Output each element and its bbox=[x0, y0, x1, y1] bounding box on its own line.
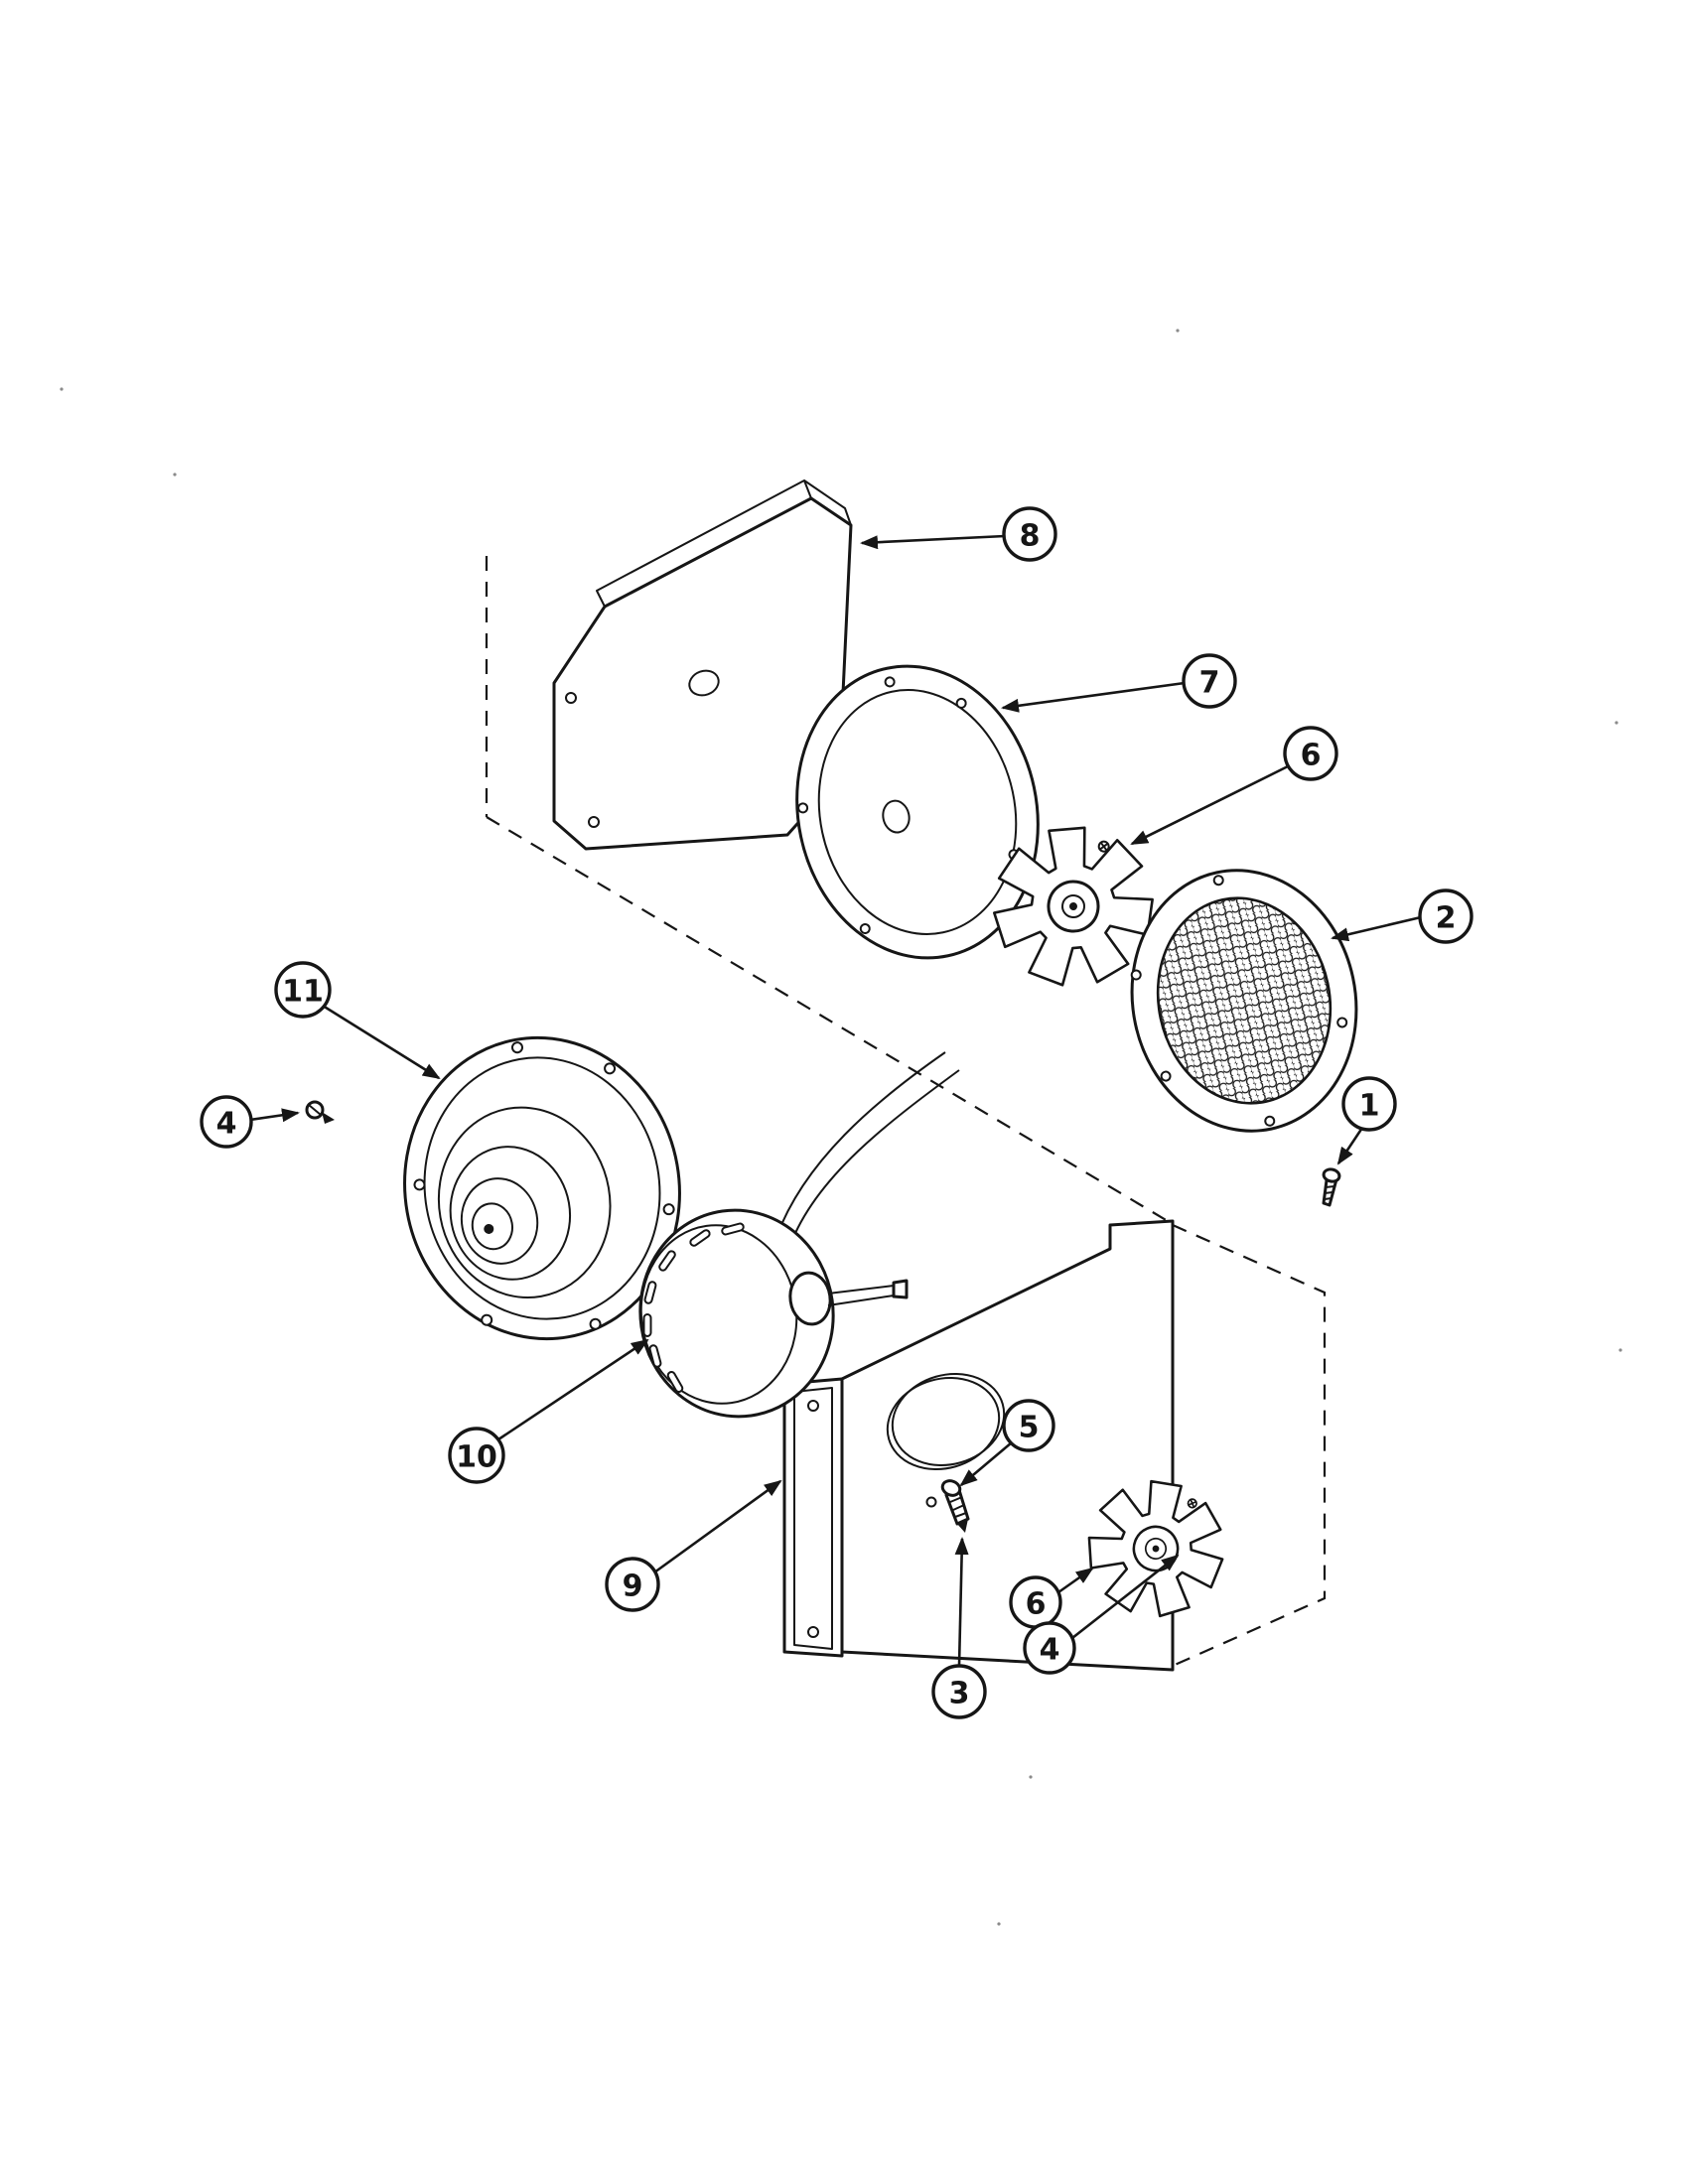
cone-housing-11 bbox=[403, 1035, 681, 1341]
scan-specks bbox=[60, 329, 1622, 1926]
assembly-axis-dashed-lines bbox=[485, 556, 1169, 1222]
callout-1-number: 1 bbox=[1359, 1089, 1380, 1124]
callout-9-balloon bbox=[605, 1557, 660, 1612]
callout-3: 3 bbox=[931, 1537, 987, 1719]
callout-4-lower-leader bbox=[1071, 1554, 1180, 1640]
callout-10-leader bbox=[494, 1338, 649, 1443]
callout-4-lower-balloon bbox=[1023, 1621, 1076, 1675]
callout-8-leader bbox=[860, 534, 1006, 550]
screw-5 bbox=[940, 1479, 970, 1533]
callout-6-upper: 6 bbox=[1130, 726, 1338, 846]
callout-5-balloon bbox=[1002, 1399, 1055, 1452]
plate-phantom-outline bbox=[1172, 1223, 1327, 1668]
motor-shaft-boss bbox=[788, 1271, 832, 1326]
callout-4-left-number: 4 bbox=[216, 1107, 237, 1142]
callout-6-lower-leader bbox=[1057, 1567, 1094, 1594]
callout-3-leader bbox=[954, 1537, 969, 1667]
callout-4-lower-number: 4 bbox=[1040, 1633, 1060, 1668]
callout-4-left: 4 bbox=[200, 1095, 300, 1149]
blower-motor-10 bbox=[638, 1051, 960, 1419]
callout-9: 9 bbox=[605, 1479, 782, 1612]
callout-2-number: 2 bbox=[1436, 901, 1457, 936]
callout-1-leader bbox=[1336, 1127, 1364, 1165]
callout-8-balloon bbox=[1002, 506, 1057, 562]
callout-8-number: 8 bbox=[1020, 519, 1041, 554]
callout-1: 1 bbox=[1336, 1076, 1397, 1165]
callout-5-number: 5 bbox=[1019, 1411, 1040, 1445]
callout-3-number: 3 bbox=[949, 1677, 970, 1711]
screw-4-left bbox=[305, 1100, 335, 1124]
plate-bracket bbox=[782, 1377, 844, 1658]
callout-6-lower-number: 6 bbox=[1026, 1587, 1047, 1622]
callout-2-balloon bbox=[1418, 888, 1474, 944]
callout-5-leader bbox=[959, 1441, 1013, 1487]
callout-4-left-balloon bbox=[200, 1095, 253, 1149]
motor-wire-2 bbox=[789, 1069, 960, 1246]
callout-9-leader bbox=[653, 1479, 782, 1574]
motor-shaft bbox=[827, 1285, 895, 1306]
callout-2-leader bbox=[1331, 915, 1422, 942]
callout-8: 8 bbox=[860, 506, 1057, 562]
baffle-panel-8 bbox=[552, 479, 853, 851]
callout-7-number: 7 bbox=[1199, 666, 1220, 701]
plate-screw-hole bbox=[925, 1496, 937, 1508]
motor-wire-1 bbox=[775, 1051, 946, 1238]
callout-11-number: 11 bbox=[282, 975, 324, 1010]
callout-6-upper-number: 6 bbox=[1301, 739, 1322, 773]
diagonal-dashed-line bbox=[486, 816, 1169, 1222]
callout-7-balloon bbox=[1182, 653, 1237, 709]
callout-7-leader bbox=[1001, 681, 1186, 713]
mesh-grille-2 bbox=[1130, 869, 1358, 1133]
callout-10: 10 bbox=[448, 1338, 649, 1484]
callout-10-balloon bbox=[448, 1427, 505, 1484]
callout-10-number: 10 bbox=[456, 1440, 497, 1475]
callout-6-upper-balloon bbox=[1283, 726, 1338, 781]
callout-9-number: 9 bbox=[623, 1570, 643, 1604]
cone-center-hole bbox=[484, 1223, 494, 1234]
fan-blade-6-upper bbox=[984, 815, 1163, 998]
plate-fan-opening bbox=[891, 1372, 1006, 1467]
motor-vent-slots bbox=[642, 1222, 745, 1393]
panel-hole bbox=[688, 669, 720, 697]
callout-1-balloon bbox=[1341, 1076, 1397, 1132]
callout-5: 5 bbox=[959, 1399, 1055, 1487]
callout-11-leader bbox=[322, 1004, 441, 1080]
callout-3-balloon bbox=[931, 1664, 987, 1719]
callout-7: 7 bbox=[1001, 653, 1237, 713]
trim-ring-7 bbox=[795, 664, 1040, 960]
callout-4-lower: 4 bbox=[1023, 1554, 1180, 1675]
grille-mesh bbox=[1156, 896, 1333, 1105]
ring-center-hole bbox=[882, 799, 911, 834]
callout-11-balloon bbox=[274, 961, 332, 1019]
screw-1 bbox=[1322, 1167, 1341, 1207]
callout-2: 2 bbox=[1331, 888, 1474, 944]
callout-6-upper-leader bbox=[1130, 764, 1289, 846]
callout-4-left-leader bbox=[249, 1108, 300, 1123]
callout-11: 11 bbox=[274, 961, 441, 1080]
